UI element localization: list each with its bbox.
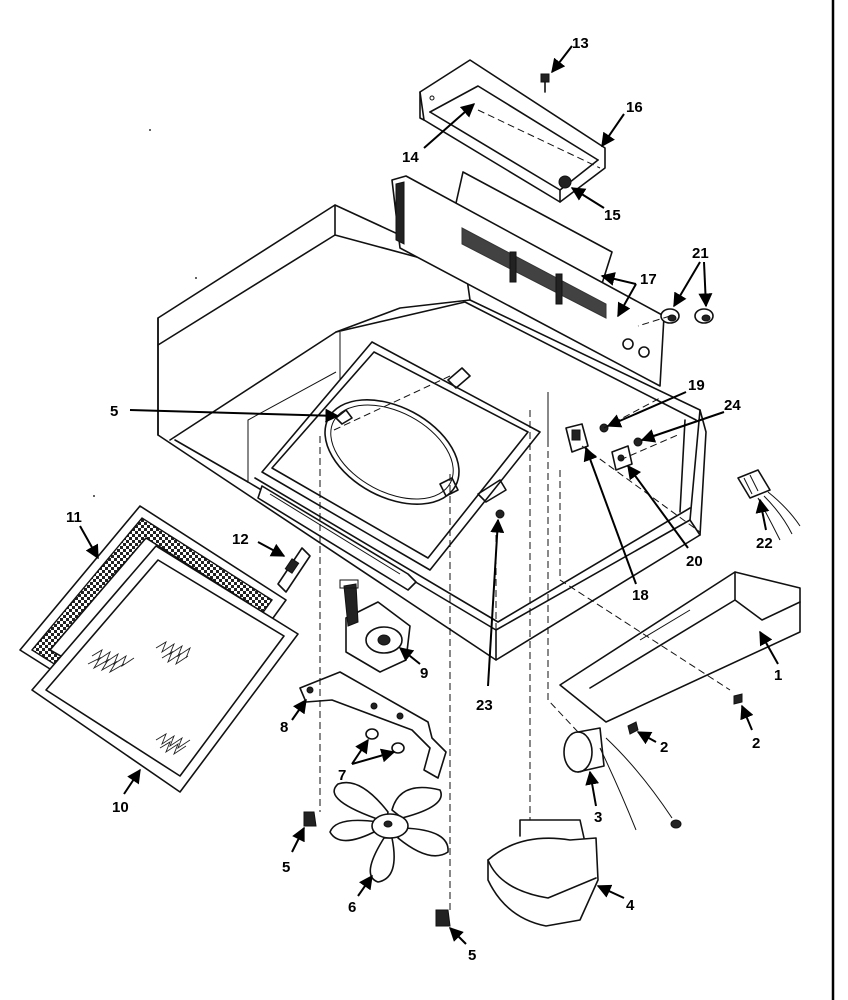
screw-23 — [495, 509, 505, 519]
callout-13: 13 — [572, 35, 589, 52]
callout-12: 12 — [232, 531, 249, 548]
duct-transition-4 — [487, 819, 599, 927]
part-24 — [633, 437, 643, 447]
control-panel — [391, 171, 665, 387]
callout-8: 8 — [280, 719, 288, 736]
assembly-guide-lines — [319, 109, 731, 910]
callout-23: 23 — [476, 697, 493, 714]
callout-9: 9 — [420, 665, 428, 682]
callout-6: 6 — [348, 899, 356, 916]
callout-20: 20 — [686, 553, 703, 570]
callout-19: 19 — [688, 377, 705, 394]
spacer-7 — [365, 728, 405, 754]
callout-5: 5 — [110, 403, 118, 420]
control-box-cover — [419, 59, 606, 203]
callout-labels: 1 2 2 3 4 5 5 5 6 7 8 9 10 11 12 13 14 1… — [66, 35, 782, 964]
callout-14: 14 — [402, 149, 419, 166]
callout-5: 5 — [468, 947, 476, 964]
charcoal-filter-10 — [31, 545, 299, 793]
callout-17: 17 — [640, 271, 657, 288]
damper-3 — [563, 727, 682, 831]
connector-22 — [737, 469, 801, 541]
callout-3: 3 — [594, 809, 602, 826]
screw-13 — [540, 73, 550, 93]
callout-18: 18 — [632, 587, 649, 604]
callout-7: 7 — [338, 767, 346, 784]
screw-2 — [627, 693, 743, 735]
callout-22: 22 — [756, 535, 773, 552]
callout-leaders — [79, 45, 779, 945]
callout-4: 4 — [626, 897, 635, 914]
callout-10: 10 — [112, 799, 129, 816]
switch-18 — [565, 423, 589, 453]
callout-11: 11 — [66, 509, 82, 526]
callout-1: 1 — [774, 667, 782, 684]
duct-cover-1 — [559, 571, 801, 723]
callout-15: 15 — [604, 207, 621, 224]
callout-24: 24 — [724, 397, 741, 414]
callout-2: 2 — [660, 739, 668, 756]
front-rail — [257, 485, 417, 591]
callout-16: 16 — [626, 99, 643, 116]
callout-5: 5 — [282, 859, 290, 876]
nut-5 — [303, 811, 451, 927]
callout-21: 21 — [692, 245, 709, 262]
motor-bracket-8 — [299, 671, 447, 779]
filter-latch-12 — [277, 547, 311, 593]
fan-blade-6 — [329, 781, 449, 883]
callout-2: 2 — [752, 735, 760, 752]
motor-9 — [339, 579, 411, 673]
